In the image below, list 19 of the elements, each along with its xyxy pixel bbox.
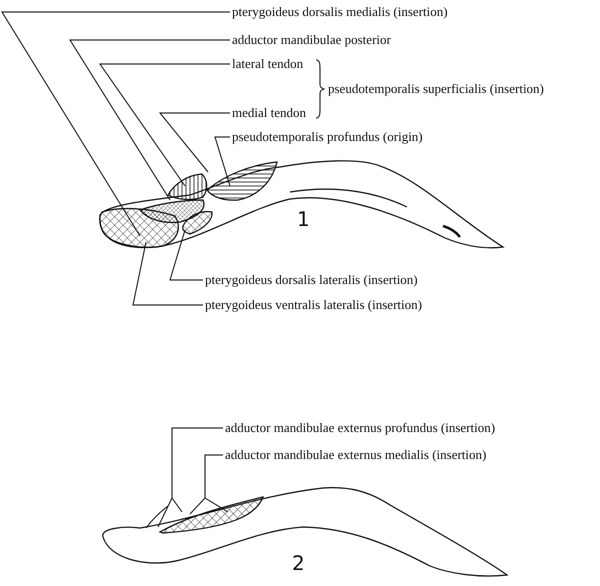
part-label: pterygoideus dorsalis medialis (insertion) (232, 5, 448, 19)
leader-line (99, 64, 230, 186)
figure-number: 2 (292, 552, 305, 574)
part-label: pterygoideus ventralis lateralis (insertion) (205, 298, 422, 312)
leader-line (214, 136, 230, 186)
part-label: lateral tendon (232, 57, 304, 71)
part-label: adductor mandibulae posterior (232, 33, 391, 47)
leader-line (132, 242, 204, 306)
part-label: adductor mandibulae externus profundus (insertion) (225, 421, 496, 435)
part-label: pseudotemporalis superficialis (insertion) (328, 82, 544, 96)
leader-line (158, 112, 230, 172)
part-label: pterygoideus dorsalis lateralis (insertion) (205, 273, 418, 287)
figure-number: 1 (297, 208, 310, 230)
leader-line (1, 12, 230, 236)
part-label: adductor mandibulae externus medialis (insertion) (225, 448, 486, 462)
part-label: medial tendon (232, 106, 306, 120)
leader-line (69, 40, 230, 200)
leader-line (169, 230, 204, 280)
part-label: pseudotemporalis profundus (origin) (232, 130, 423, 144)
